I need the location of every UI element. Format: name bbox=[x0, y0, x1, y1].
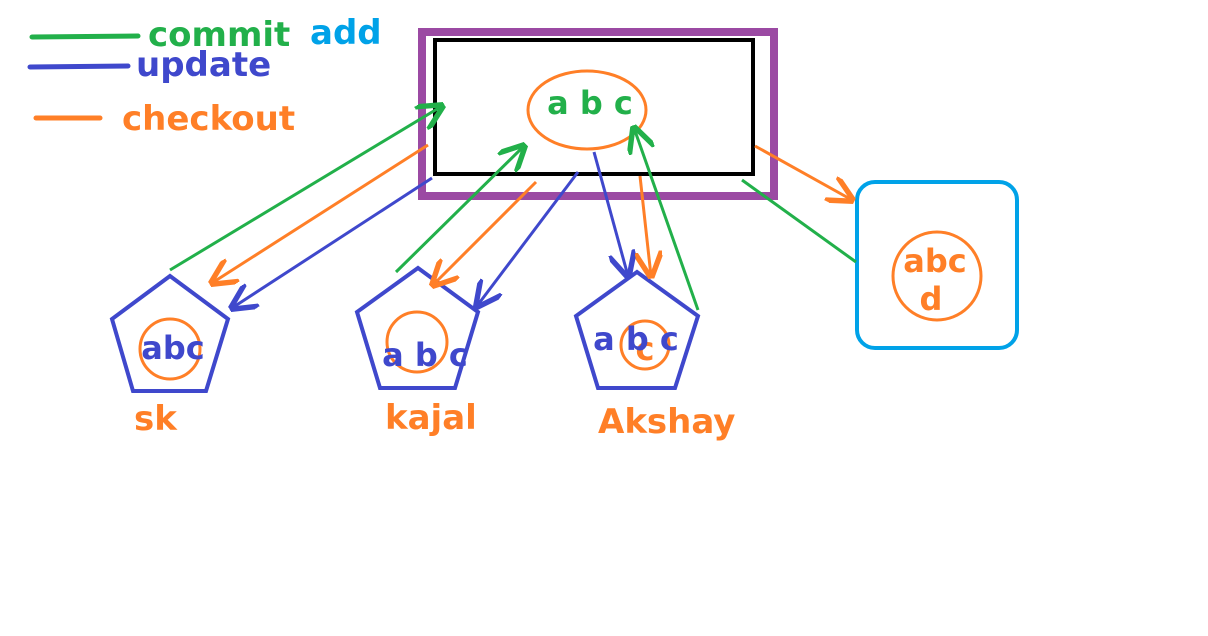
client-sk-name: sk bbox=[134, 399, 178, 439]
legend-commit-line bbox=[29, 33, 141, 40]
client-akshay-pentagon bbox=[573, 269, 701, 390]
arrow-commit-added bbox=[741, 178, 857, 264]
client-akshay-content-label: a b c bbox=[593, 320, 679, 358]
added-node: abc d bbox=[855, 180, 1019, 350]
arrow-update-sk bbox=[232, 176, 433, 308]
arrow-checkout-kajal bbox=[433, 180, 538, 285]
legend-update-line bbox=[27, 63, 131, 70]
arrow-commit-kajal bbox=[394, 146, 524, 274]
added-node-content-circle bbox=[891, 230, 983, 322]
arrow-update-akshay bbox=[592, 151, 628, 276]
arrow-commit-sk bbox=[169, 106, 442, 272]
client-kajal-content-circle bbox=[385, 310, 449, 374]
arrow-update-kajal bbox=[477, 171, 580, 306]
repository-content-ellipse bbox=[526, 69, 648, 151]
legend-commit-label: commit bbox=[148, 15, 290, 55]
client-sk-content-label: abc bbox=[141, 329, 204, 367]
legend-add-label: add bbox=[310, 13, 382, 53]
added-node-label-line1: abc bbox=[903, 242, 966, 280]
client-kajal-name: kajal bbox=[385, 398, 477, 438]
arrow-checkout-akshay bbox=[640, 175, 651, 276]
arrow-checkout-added bbox=[754, 144, 852, 200]
client-akshay-extra-label: c bbox=[636, 330, 655, 368]
client-kajal: a b c kajal bbox=[354, 265, 481, 438]
client-sk-content-circle bbox=[138, 317, 202, 381]
client-sk: abc sk bbox=[109, 273, 231, 439]
client-kajal-pentagon bbox=[354, 265, 481, 390]
arrow-checkout-sk bbox=[212, 143, 429, 283]
added-node-box bbox=[855, 180, 1019, 350]
legend-checkout-label: checkout bbox=[122, 99, 295, 139]
legend: commit add update checkout bbox=[27, 13, 382, 139]
client-akshay-content-circle bbox=[619, 319, 671, 371]
client-akshay: c a b c Akshay bbox=[573, 269, 735, 442]
client-kajal-content-label: a b c bbox=[382, 336, 468, 374]
client-akshay-name: Akshay bbox=[598, 402, 735, 442]
arrow-commit-akshay bbox=[634, 128, 700, 311]
legend-update-label: update bbox=[136, 45, 271, 85]
repository-content-label: a b c bbox=[547, 84, 633, 122]
client-sk-pentagon bbox=[109, 273, 231, 393]
added-node-label-line2: d bbox=[920, 280, 943, 318]
